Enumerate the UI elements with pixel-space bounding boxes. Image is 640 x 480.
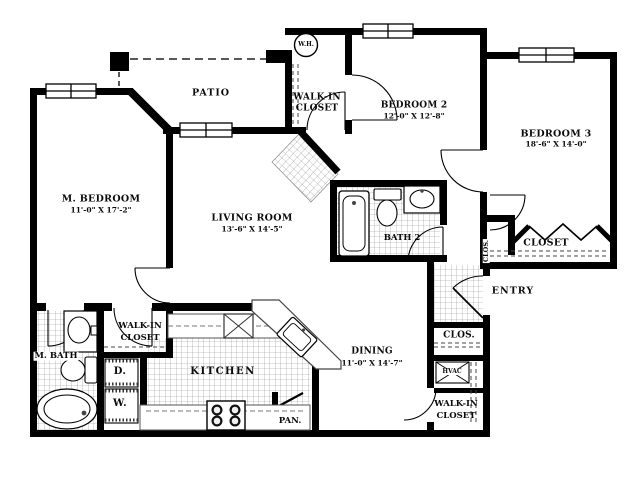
fixtures: [36, 32, 470, 431]
window-bedroom2: [362, 23, 414, 39]
room-label-m-bath: M. BATH: [33, 350, 79, 361]
dryer-box: [104, 358, 139, 388]
hall-tile-floor: [271, 133, 339, 203]
window-bedroom3: [518, 47, 575, 63]
room-label-pantry: PAN.: [278, 415, 302, 426]
front-door-arc: [452, 275, 484, 289]
dryer-label: D.: [113, 366, 127, 377]
bath2-tub: [338, 190, 370, 257]
room-label-walkin-left-2: CLOSET: [120, 332, 160, 343]
shelf-lines: [104, 64, 607, 424]
room-dims-bedroom2: 12'-0" X 12'-8": [383, 111, 445, 121]
washer-box: [104, 388, 139, 424]
room-label-closet-b3: CLOSET: [523, 237, 569, 249]
room-label-walkin-top-1: WALK-IN: [293, 92, 341, 103]
washer-label: W.: [113, 398, 127, 409]
room-label-bedroom2: BEDROOM 2: [380, 100, 448, 111]
room-label-bedroom3: BEDROOM 3: [520, 128, 592, 140]
kitchen-sink: [276, 316, 318, 358]
m-bath-toilet: [60, 356, 98, 384]
room-dims-m-bedroom: 11'-0" X 17'-2": [70, 205, 132, 215]
window-patio-door: [179, 122, 233, 138]
walkin-br-door-arc: [403, 387, 437, 421]
front-door-leaf: [452, 287, 484, 319]
bath2-vanity-sink: [403, 185, 441, 214]
room-label-patio: PATIO: [191, 87, 231, 99]
bath2-door-arc: [407, 226, 444, 263]
bedroom3-door-arc: [440, 149, 484, 193]
room-label-walkin-top-2: CLOSET: [295, 103, 339, 114]
angled-hall-wall: [297, 128, 341, 175]
patio-column: [110, 52, 129, 71]
bedroom2-door-arc: [351, 74, 398, 121]
patio-edge: [110, 52, 266, 88]
room-label-kitchen: KITCHEN: [190, 366, 256, 377]
room-dims-dining: 11'-0" X 14'-7": [341, 358, 403, 368]
windows: [45, 23, 575, 138]
window-m-bedroom: [45, 83, 97, 99]
room-label-walkin-left-1: WALK-IN: [118, 320, 162, 331]
room-label-dining: DINING: [351, 346, 393, 357]
room-label-m-bedroom: M. BEDROOM: [61, 193, 141, 205]
m-closet-door-arc: [113, 307, 153, 347]
bifold-doors: [528, 222, 598, 242]
room-label-bath2: BATH 2: [383, 232, 421, 243]
bath2-toilet: [373, 188, 402, 227]
water-heater-icon: [293, 32, 319, 58]
room-label-walkin-br-2: CLOSET: [436, 410, 476, 421]
m-bath-vanity-sink: [63, 310, 98, 353]
garden-tub: [36, 388, 98, 430]
hvac-label: HVAC: [441, 368, 463, 375]
room-label-clos-vertical: CLOS.: [481, 238, 490, 264]
walkin-top-door-arc: [306, 91, 346, 131]
room-dims-bedroom3: 18'-6" X 14'-0": [525, 139, 587, 149]
kitchen-tile-floor: [147, 338, 310, 406]
room-label-clos-entry: CLOS.: [443, 330, 475, 341]
stove: [206, 400, 246, 431]
m-bedroom-door-arc: [134, 267, 171, 304]
angled-wall: [127, 88, 175, 136]
room-label-entry: ENTRY: [491, 285, 535, 297]
room-dims-living: 13'-6" X 14'-5": [221, 224, 283, 234]
room-label-walkin-br-1: WALK-IN: [434, 398, 478, 409]
room-label-living: LIVING ROOM: [211, 212, 293, 224]
water-heater-label: W.H.: [298, 41, 314, 48]
linen-door-arc: [489, 194, 526, 231]
